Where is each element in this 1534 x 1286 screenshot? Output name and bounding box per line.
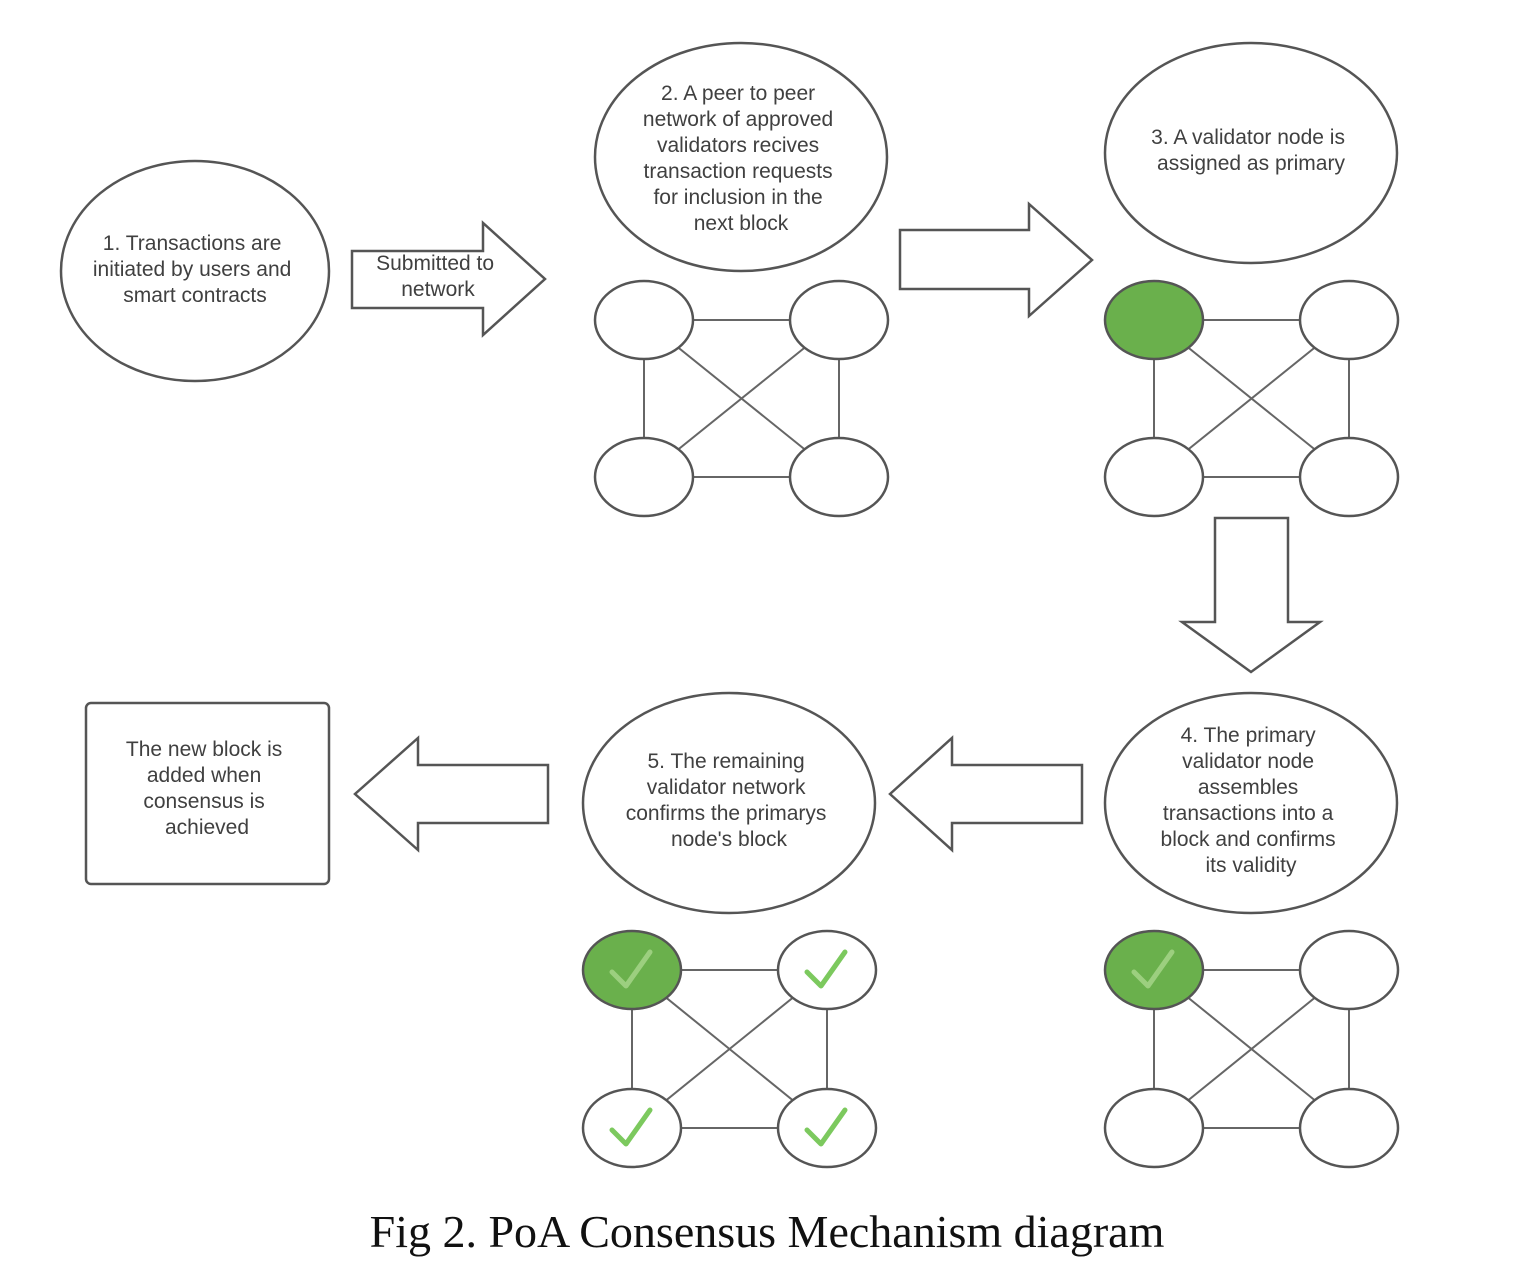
step-3-node: 3. A validator node is assigned as prima… [1103, 41, 1399, 265]
step-3-text: 3. A validator node is assigned as prima… [1151, 126, 1351, 175]
step-4-text: 4. The primary validator node assembles … [1161, 724, 1342, 877]
arrow-step4-to-step5 [888, 735, 1084, 853]
validator-node-top-right [1298, 929, 1400, 1011]
arrow-step5-to-final [353, 735, 550, 853]
step-2-text: 2. A peer to peer network of approved va… [643, 82, 839, 235]
validator-network-step5 [581, 929, 878, 1169]
step-2-node: 2. A peer to peer network of approved va… [593, 41, 889, 273]
checkmark-icon [1131, 949, 1175, 989]
step-5-node: 5. The remaining validator network confi… [581, 691, 877, 915]
validator-network-step3 [1103, 279, 1400, 518]
validator-node-bottom-left [1103, 436, 1205, 518]
validator-node-bottom-right [1298, 436, 1400, 518]
checkmark-icon [609, 949, 653, 989]
validator-node-bottom-right [788, 436, 890, 518]
validator-node-top-right [776, 929, 878, 1011]
validator-node-bottom-left [593, 436, 695, 518]
submitted-arrow-label: Submitted to network [376, 252, 500, 301]
checkmark-icon [804, 1107, 848, 1147]
checkmark-icon [609, 1107, 653, 1147]
figure-caption: Fig 2. PoA Consensus Mechanism diagram [369, 1206, 1165, 1257]
validator-node-top-right [1298, 279, 1400, 361]
final-block-box: The new block is added when consensus is… [84, 701, 331, 886]
submitted-arrow: Submitted to network [350, 220, 547, 338]
primary-validator-node-top-left [1103, 279, 1205, 361]
validator-node-top-right [788, 279, 890, 361]
validator-network-step2 [593, 279, 890, 518]
step-1-text: 1. Transactions are initiated by users a… [93, 232, 297, 307]
validator-network-step4 [1103, 929, 1400, 1169]
primary-validator-node-top-left [1103, 929, 1205, 1011]
validator-node-bottom-left [581, 1087, 683, 1169]
validator-node-bottom-right [1298, 1087, 1400, 1169]
primary-validator-node-top-left [581, 929, 683, 1011]
final-block-text: The new block is added when consensus is… [126, 738, 288, 839]
arrow-step3-to-step4 [1178, 516, 1324, 674]
arrow-step2-to-step3 [898, 201, 1094, 319]
step-4-node: 4. The primary validator node assembles … [1103, 691, 1399, 915]
step-1-node: 1. Transactions are initiated by users a… [59, 159, 331, 383]
checkmark-icon [804, 949, 848, 989]
validator-node-bottom-left [1103, 1087, 1205, 1169]
validator-node-bottom-right [776, 1087, 878, 1169]
step-5-text: 5. The remaining validator network confi… [626, 750, 833, 851]
validator-node-top-left [593, 279, 695, 361]
